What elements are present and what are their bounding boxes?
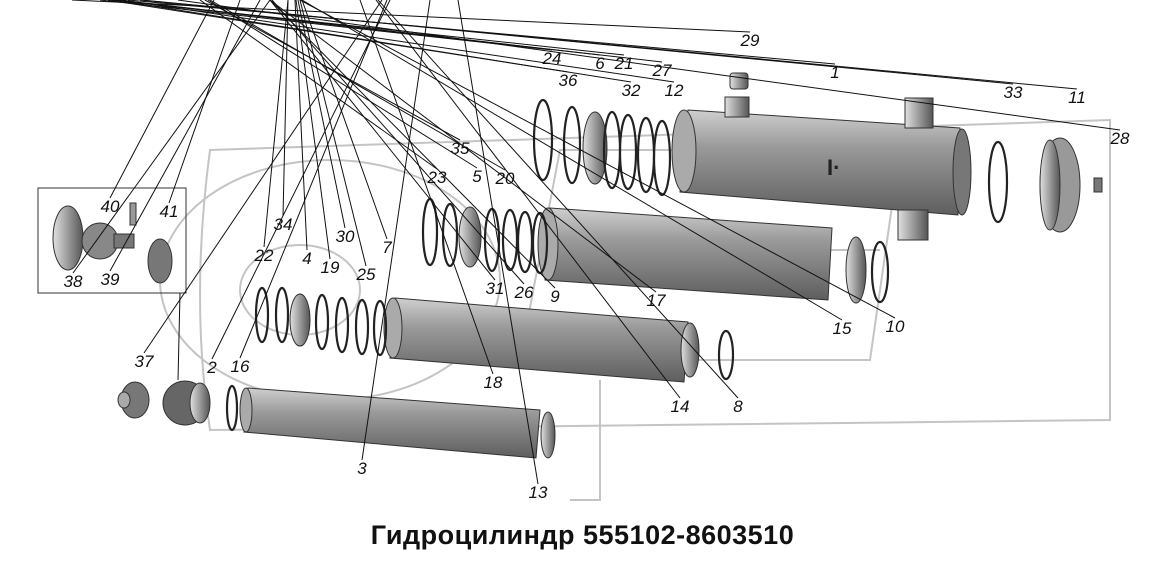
part-label-18: 18 <box>484 373 503 392</box>
leader-line-13 <box>457 0 539 485</box>
svg-text:I·: I· <box>827 155 840 180</box>
part-label-34: 34 <box>274 215 293 234</box>
leader-line-26 <box>271 0 525 285</box>
leader-line-31 <box>269 0 496 281</box>
leader-line-22 <box>263 0 289 248</box>
leader-line-40 <box>109 0 215 199</box>
part-label-30: 30 <box>336 227 355 246</box>
part-38 <box>52 205 84 271</box>
part-label-20: 20 <box>495 169 515 188</box>
part-label-16: 16 <box>231 357 250 376</box>
part-label-31: 31 <box>486 279 505 298</box>
leader-line-3 <box>361 0 431 461</box>
part-label-9: 9 <box>550 287 560 306</box>
part-label-11: 11 <box>1068 88 1086 107</box>
leader-line-16 <box>239 0 388 359</box>
leader-line-25 <box>299 0 367 267</box>
part-label-21: 21 <box>614 54 634 73</box>
leader-line-20 <box>209 0 506 171</box>
piston-part-2 <box>162 380 211 426</box>
leader-line-36 <box>107 0 569 73</box>
leader-line-28 <box>177 0 1121 131</box>
part-label-15: 15 <box>833 319 852 338</box>
part-label-1: 1 <box>830 63 839 82</box>
part-label-27: 27 <box>652 61 672 80</box>
cover-part-11 <box>1039 137 1081 233</box>
leader-line-33 <box>141 0 1014 85</box>
leader-line-34 <box>282 0 289 217</box>
leader-line-19 <box>295 0 331 260</box>
leader-line-5 <box>207 0 478 169</box>
leader-line-14 <box>375 0 681 399</box>
part-label-32: 32 <box>622 81 641 100</box>
part-label-17: 17 <box>647 291 666 310</box>
leader-line-8 <box>377 0 739 399</box>
part-label-33: 33 <box>1004 83 1023 102</box>
part-label-36: 36 <box>559 71 578 90</box>
ring-part-33 <box>987 140 1009 224</box>
leader-line-12 <box>121 0 675 83</box>
leader-line-18 <box>359 0 494 375</box>
part-label-7: 7 <box>382 238 392 257</box>
inset-box <box>37 187 187 294</box>
part-label-4: 4 <box>302 249 311 268</box>
part-label-6: 6 <box>595 54 605 73</box>
part-labels: 1234567891011121314151617181920212223242… <box>64 0 1130 502</box>
part-label-40: 40 <box>101 197 120 216</box>
leader-line-38 <box>72 0 271 274</box>
leader-line-30 <box>297 0 346 229</box>
part-label-24: 24 <box>542 49 562 68</box>
head-part-37 <box>117 381 150 419</box>
leader-line-15 <box>301 0 843 321</box>
diagram-title: Гидроцилиндр 555102-8603510 <box>370 520 795 550</box>
part-label-13: 13 <box>529 483 548 502</box>
leader-line-37 <box>143 0 383 354</box>
part-label-22: 22 <box>254 246 274 265</box>
part-label-41: 41 <box>160 202 179 221</box>
leader-line-41 <box>168 0 241 204</box>
part-label-5: 5 <box>472 167 482 186</box>
pin-part-40 <box>129 202 137 226</box>
tube-part-18 <box>383 297 689 383</box>
part-label-10: 10 <box>886 317 905 336</box>
part-label-38: 38 <box>64 272 83 291</box>
leader-line-7 <box>301 0 388 240</box>
part-label-37: 37 <box>135 352 154 371</box>
part-label-26: 26 <box>514 283 534 302</box>
part-label-14: 14 <box>671 397 690 416</box>
leader-line-39 <box>109 0 261 272</box>
part-label-8: 8 <box>733 397 743 416</box>
leader-line-29 <box>71 0 751 33</box>
rod-part-3 <box>239 387 541 459</box>
leader-line-9 <box>269 0 556 289</box>
bolt-part-28 <box>1093 177 1103 193</box>
part-41 <box>147 238 173 284</box>
part-label-25: 25 <box>356 265 376 284</box>
part-label-35: 35 <box>451 139 470 158</box>
tube-part-17 <box>537 207 833 301</box>
part-label-3: 3 <box>357 459 367 478</box>
part-label-19: 19 <box>321 258 340 277</box>
part-label-29: 29 <box>740 31 760 50</box>
leader-line-2 <box>211 0 391 360</box>
leader-line-10 <box>299 0 896 319</box>
cylinder-body-part-1: I· <box>671 96 972 241</box>
part-label-2: 2 <box>206 358 217 377</box>
part-label-12: 12 <box>665 81 684 100</box>
plug-part-29 <box>729 72 749 90</box>
part-label-28: 28 <box>1110 129 1130 148</box>
part-label-39: 39 <box>101 270 120 289</box>
part-label-23: 23 <box>427 168 447 187</box>
leader-line-4 <box>294 0 308 251</box>
